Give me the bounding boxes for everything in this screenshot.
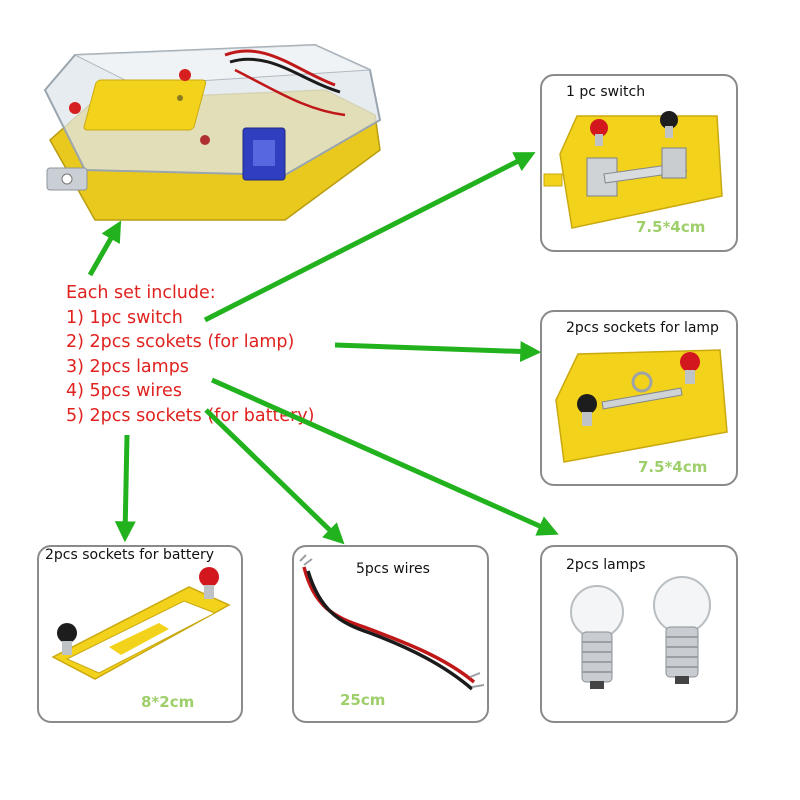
battery-socket-dimension: 8*2cm (141, 693, 195, 711)
storage-box-image (35, 30, 395, 240)
include-list-item: 2) 2pcs scokets (for lamp) (66, 332, 295, 352)
wires-caption: 5pcs wires (356, 561, 430, 577)
switch-image (543, 111, 723, 229)
lamp-socket-dimension: 7.5*4cm (638, 458, 708, 476)
include-list-item: 3) 2pcs lamps (66, 356, 189, 377)
switch-caption: 1 pc switch (566, 84, 646, 100)
arrow-to-lamp-socket (334, 340, 542, 362)
wires-image (299, 554, 485, 691)
lamp-socket-image (555, 349, 728, 463)
lamps-image (570, 576, 711, 689)
battery-socket-panel: 2pcs sockets for battery 8*2cm (37, 545, 243, 723)
arrow-to-battery-socket (114, 434, 136, 543)
include-list-item: 1) 1pc switch (66, 307, 183, 328)
wires-dimension: 25cm (340, 691, 386, 709)
lamp-socket-panel: 2pcs sockets for lamp 7.5*4cm (540, 310, 738, 486)
include-list-item: 4) 5pcs wires (66, 381, 182, 401)
include-list-heading: Each set include: (66, 283, 216, 303)
lamps-caption: 2pcs lamps (566, 557, 646, 573)
battery-socket-image (51, 567, 231, 680)
include-list: Each set include: 1) 1pc switch 2) 2pcs … (66, 281, 315, 428)
lamp-socket-caption: 2pcs sockets for lamp (566, 320, 719, 336)
battery-socket-caption: 2pcs sockets for battery (45, 547, 215, 563)
arrow-to-wires (204, 408, 345, 545)
switch-dimension: 7.5*4cm (636, 218, 706, 236)
wires-panel: 5pcs wires 25cm (292, 545, 489, 723)
lamps-panel: 2pcs lamps (540, 545, 738, 723)
switch-panel: 1 pc switch 7.5*4cm (540, 74, 738, 252)
include-list-item: 5) 2pcs sockets (for battery) (66, 405, 315, 426)
